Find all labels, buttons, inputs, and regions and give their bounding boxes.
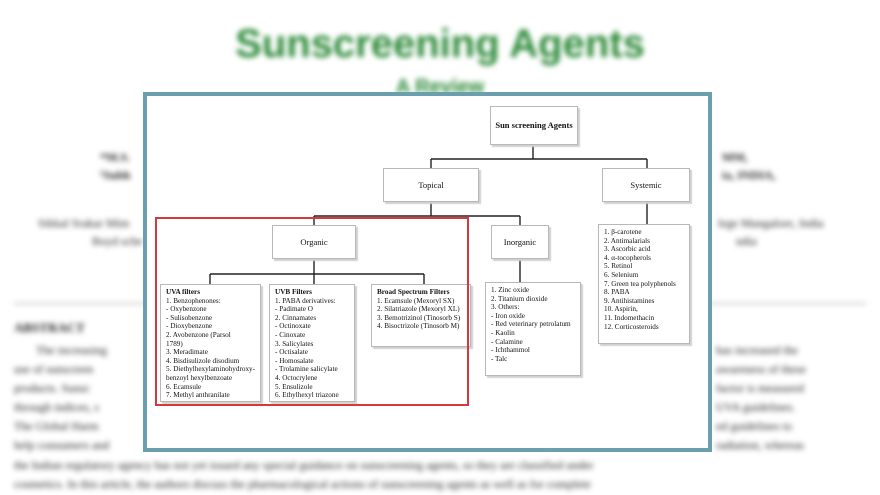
systemic-item: 4. α-tocopherols: [604, 253, 651, 262]
systemic-item: 2. Antimalarials: [604, 236, 650, 245]
uva-filters-box: UVA filters 1. Benzophenones: - Oxybenzo…: [160, 284, 261, 402]
systemic-item: 11. Indomethacin: [604, 313, 655, 322]
abstract-line-right: factor is measured: [716, 381, 804, 395]
abstract-line: the Indian regulatory agency has not yet…: [14, 458, 594, 472]
node-inorganic: Inorganic: [491, 225, 549, 259]
systemic-list-box: 1. β-carotene 2. Antimalarials 3. Ascorb…: [598, 224, 690, 344]
uva-item: 3. Meradimate: [166, 348, 208, 357]
uva-heading: UVA filters: [166, 288, 201, 296]
uvb-item: 3. Salicylates: [275, 339, 314, 348]
inorganic-item: - Red veterinary petrolatum: [491, 320, 571, 329]
inorganic-item: - Ichthammol: [491, 346, 530, 355]
doc-title: Sunscreening Agents: [235, 22, 645, 66]
uva-item: - Oxybenzone: [166, 305, 207, 314]
uvb-item: 4. Octocrylene: [275, 373, 318, 382]
affil-left-2: Boyd sche: [92, 234, 143, 248]
systemic-item: 9. Antihistamines: [604, 296, 655, 305]
abstract-line-right: awareness of these: [716, 362, 806, 376]
node-organic: Organic: [272, 225, 356, 259]
uvb-item: 6. Ethylhexyl triazone: [275, 391, 339, 400]
authors-left-1: *M.S.: [100, 150, 130, 164]
inorganic-item: - Talc: [491, 354, 508, 363]
uva-item: 7. Methyl anthranilate: [166, 391, 230, 400]
systemic-item: 6. Selenium: [604, 270, 639, 279]
uvb-item: - Trolamine salicylate: [275, 365, 338, 374]
uva-item: 4. Bisdisulizole disodium: [166, 356, 240, 365]
uva-item: 2. Avobenzone (Parsol: [166, 330, 231, 339]
broad-item: 3. Bemotrizinol (Tinosorb S): [377, 313, 461, 322]
abstract-line: products. Sunsc: [14, 381, 90, 395]
inorganic-item: - Iron oxide: [491, 311, 525, 320]
abstract-line-right: UVA guidelines.: [716, 400, 796, 414]
broad-item: 4. Bisoctrizole (Tinosorb M): [377, 322, 460, 331]
uva-item: 6. Ecamsule: [166, 382, 202, 391]
abstract-line: through indices, s: [14, 400, 99, 414]
broad-heading: Broad Spectrum Filters: [377, 288, 450, 296]
authors-right-2: ia, INDIA,: [722, 168, 776, 182]
abstract-heading: ABSTRACT: [14, 320, 85, 335]
inorganic-item: 2. Titanium dioxide: [491, 294, 548, 303]
uva-item: benzoyl hexylbenzoate: [166, 373, 233, 382]
systemic-item: 7. Green tea polyphenols: [604, 279, 676, 288]
authors-right-1: MM,: [722, 150, 748, 164]
broad-spectrum-box: Broad Spectrum Filters 1. Ecamsule (Mexo…: [371, 284, 471, 347]
abstract-line: The Global Harm: [14, 419, 99, 433]
uva-item: 5. Diethylhexylamino­hydroxy-: [166, 365, 256, 374]
uvb-item: 2. Cinnamates: [275, 313, 317, 322]
uvb-item: - Cinoxate: [275, 330, 306, 339]
inorganic-item: 1. Zinc oxide: [491, 286, 530, 294]
uva-item: 1789): [166, 339, 183, 348]
inorganic-item: - Kaolin: [491, 328, 515, 337]
uva-item: 1. Benzophenones:: [166, 296, 221, 305]
node-root: Sun screening Agents: [490, 106, 578, 145]
affil-right-2: ndia: [736, 234, 757, 248]
abstract-line: use of sunscreen: [14, 362, 94, 376]
inorganic-item: - Calamine: [491, 337, 523, 346]
node-systemic: Systemic: [602, 168, 690, 202]
affil-left-1: Sikkal Srakar Mim: [38, 216, 130, 230]
uva-item: - Sulisobenzone: [166, 313, 213, 322]
broad-item: 2. Silatriazole (Mexoryl XL): [377, 305, 460, 314]
uvb-item: - Homosalate: [275, 356, 314, 365]
node-topical: Topical: [383, 168, 479, 202]
abstract-line-right: ed guidelines to: [716, 419, 792, 433]
uvb-item: 5. Ensulizole: [275, 382, 313, 391]
affil-right-1: lege Mangalore, India: [718, 216, 824, 230]
uvb-filters-box: UVB Filters 1. PABA derivatives: - Padim…: [269, 284, 355, 402]
authors-left-2: ¹Subh: [100, 168, 131, 182]
systemic-item: 3. Ascorbic acid: [604, 245, 651, 254]
abstract-line-right: radiation, whereas: [716, 438, 804, 452]
systemic-item: 8. PABA: [604, 288, 630, 297]
diagram-frame: Sun screening Agents Topical Systemic Or…: [143, 92, 712, 452]
broad-item: 1. Ecamsule (Mexoryl SX): [377, 296, 455, 305]
systemic-item: 10. Aspirin,: [604, 305, 638, 314]
uvb-heading: UVB Filters: [275, 288, 312, 296]
abstract-line-right: has increased the: [716, 343, 798, 357]
uvb-item: - Octisalate: [275, 348, 308, 357]
abstract-line: cosmetics. In this article, the authors …: [14, 477, 591, 491]
inorganic-list-box: 1. Zinc oxide 2. Titanium dioxide 3. Oth…: [485, 282, 581, 376]
systemic-item: 12. Corticosteroids: [604, 322, 659, 331]
uva-item: - Dioxybenzone: [166, 322, 213, 331]
connector-lines: [209, 145, 648, 284]
systemic-item: 1. β-carotene: [604, 228, 642, 236]
uvb-item: 1. PABA derivatives:: [275, 296, 336, 305]
abstract-line: help consumers and: [14, 438, 110, 452]
uvb-item: - Octinoxate: [275, 322, 311, 331]
inorganic-item: 3. Others:: [491, 303, 520, 312]
abstract-line: The increasing: [36, 343, 107, 357]
systemic-item: 5. Retinol: [604, 262, 633, 271]
uvb-item: - Padimate O: [275, 305, 313, 314]
organic-highlight-box: [155, 217, 469, 406]
